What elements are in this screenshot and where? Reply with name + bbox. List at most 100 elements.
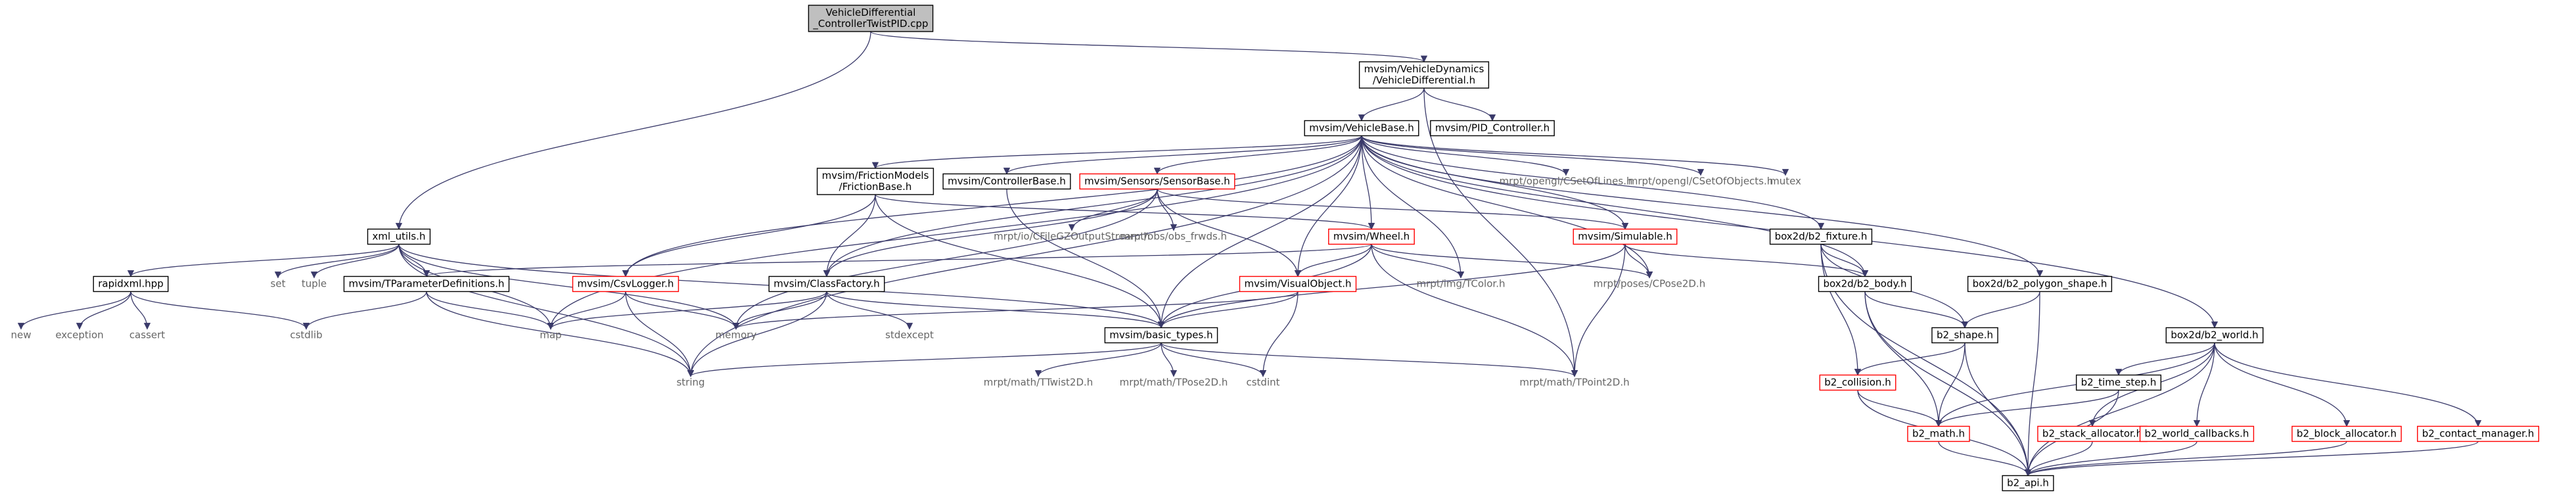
node-root[interactable]: VehicleDifferential_ControllerTwistPID.c…	[808, 5, 934, 32]
node-world[interactable]: box2d/b2_world.h	[2165, 327, 2264, 344]
edge-world-api	[2024, 342, 2215, 477]
edge-classfactory-memory	[732, 291, 827, 330]
edge-simulable-basic	[1157, 244, 1626, 329]
node-label: mrpt/math/TPoint2D.h	[1519, 377, 1629, 389]
node-label: mvsim/ControllerBase.h	[948, 176, 1066, 187]
node-label: xml_utils.h	[373, 231, 426, 243]
node-tparam[interactable]: mvsim/TParameterDefinitions.h	[343, 275, 510, 293]
node-xml[interactable]: xml_utils.h	[367, 228, 431, 245]
node-label: mvsim/FrictionModels	[822, 170, 929, 181]
node-stack[interactable]: b2_stack_allocator.h	[2037, 425, 2148, 442]
node-label: box2d/b2_fixture.h	[1775, 231, 1868, 243]
node-label: box2d/b2_world.h	[2171, 329, 2258, 342]
node-label: tuple	[302, 278, 327, 290]
node-sensor[interactable]: mvsim/Sensors/SensorBase.h	[1079, 173, 1235, 190]
node-friction[interactable]: mvsim/FrictionModels/FrictionBase.h	[816, 168, 934, 195]
node-box	[2002, 475, 2054, 492]
node-lines[interactable]: mrpt/opengl/CSetOfLines.h	[1500, 176, 1633, 187]
node-map[interactable]: map	[540, 329, 561, 341]
edge-world-callbacks	[2193, 342, 2215, 427]
node-memory[interactable]: memory	[716, 329, 757, 341]
node-tuple[interactable]: tuple	[302, 278, 327, 290]
node-box	[1239, 275, 1357, 293]
node-label: mrpt/opengl/CSetOfObjects.h	[1628, 176, 1774, 187]
node-math[interactable]: b2_math.h	[1907, 425, 1970, 442]
node-box	[1907, 425, 1970, 442]
node-cfile[interactable]: mrpt/io/CFileGZOutputStream.h	[994, 231, 1150, 243]
node-label: mrpt/poses/CPose2D.h	[1594, 278, 1705, 290]
node-visual[interactable]: mvsim/VisualObject.h	[1239, 275, 1357, 293]
node-tpoint[interactable]: mrpt/math/TPoint2D.h	[1519, 377, 1629, 389]
node-box	[1079, 173, 1235, 190]
node-cassert[interactable]: cassert	[129, 329, 165, 341]
node-label: cstdlib	[290, 329, 322, 341]
node-string[interactable]: string	[676, 377, 704, 389]
node-collision[interactable]: b2_collision.h	[1819, 374, 1897, 391]
edge-xml-set	[274, 244, 400, 279]
edge-vbase-basic	[1157, 135, 1362, 329]
node-label: mvsim/CsvLogger.h	[578, 278, 674, 290]
node-label: mvsim/TParameterDefinitions.h	[348, 278, 504, 290]
edge-basic-tpose	[1161, 342, 1178, 377]
node-api[interactable]: b2_api.h	[2002, 475, 2054, 492]
node-shape[interactable]: b2_shape.h	[1931, 327, 1998, 344]
node-label: set	[271, 278, 286, 290]
node-callbacks[interactable]: b2_world_callbacks.h	[2139, 425, 2255, 442]
node-tcolor[interactable]: mrpt/img/TColor.h	[1417, 278, 1506, 290]
node-label: mrpt/math/TPose2D.h	[1120, 377, 1228, 389]
node-pid[interactable]: mvsim/PID_Controller.h	[1430, 120, 1555, 137]
node-ctrlbase[interactable]: mvsim/ControllerBase.h	[942, 173, 1071, 190]
node-box	[1358, 61, 1490, 89]
node-stdexcept[interactable]: stdexcept	[885, 329, 934, 341]
edge-world-contact	[2214, 342, 2482, 427]
node-twist[interactable]: mrpt/math/TTwist2D.h	[984, 377, 1093, 389]
node-label: b2_shape.h	[1937, 329, 1993, 342]
edge-vbase-wheel	[1361, 135, 1375, 230]
node-body[interactable]: box2d/b2_body.h	[1818, 275, 1912, 293]
node-cpose[interactable]: mrpt/poses/CPose2D.h	[1594, 278, 1705, 290]
node-classfactory[interactable]: mvsim/ClassFactory.h	[768, 275, 885, 293]
node-box	[1967, 275, 2113, 293]
edge-vbase-mutex	[1361, 135, 1789, 176]
edge-math-api	[1938, 441, 2032, 477]
node-mutex[interactable]: mutex	[1770, 176, 1801, 187]
node-basic[interactable]: mvsim/basic_types.h	[1104, 327, 1218, 344]
node-vdiff[interactable]: mvsim/VehicleDynamics/VehicleDifferentia…	[1358, 61, 1490, 89]
node-tpose[interactable]: mrpt/math/TPose2D.h	[1120, 377, 1228, 389]
node-box	[2417, 425, 2539, 442]
node-new[interactable]: new	[11, 329, 31, 341]
node-wheel[interactable]: mvsim/Wheel.h	[1328, 228, 1415, 245]
edge-sensor-simulable	[1157, 188, 1628, 230]
node-objs[interactable]: mrpt/opengl/CSetOfObjects.h	[1628, 176, 1774, 187]
node-cstdint[interactable]: cstdint	[1246, 377, 1279, 389]
node-cstdlib[interactable]: cstdlib	[290, 329, 322, 341]
node-simulable[interactable]: mvsim/Simulable.h	[1573, 228, 1678, 245]
node-label: mrpt/io/CFileGZOutputStream.h	[994, 231, 1150, 243]
node-label: b2_stack_allocator.h	[2042, 428, 2142, 440]
node-exception[interactable]: exception	[55, 329, 103, 341]
node-label: mvsim/VehicleBase.h	[1309, 122, 1414, 134]
node-box	[1769, 228, 1873, 245]
node-set[interactable]: set	[271, 278, 286, 290]
edge-basic-string	[687, 342, 1162, 377]
node-label: mvsim/ClassFactory.h	[773, 278, 880, 290]
edge-shape-api	[1964, 342, 2032, 477]
edge-simulable-body	[1624, 244, 1869, 277]
node-block[interactable]: b2_block_allocator.h	[2291, 425, 2402, 442]
edge-basic-tpoint	[1161, 342, 1578, 377]
node-vbase[interactable]: mvsim/VehicleBase.h	[1304, 120, 1419, 137]
node-polygon[interactable]: box2d/b2_polygon_shape.h	[1967, 275, 2113, 293]
node-contact[interactable]: b2_contact_manager.h	[2417, 425, 2539, 442]
node-box	[1104, 327, 1218, 344]
edge-vbase-polygon	[1361, 135, 2044, 277]
edge-world-block	[2214, 342, 2351, 427]
edge-timestep-math	[1935, 390, 2119, 427]
node-fixture[interactable]: box2d/b2_fixture.h	[1769, 228, 1873, 245]
node-csv[interactable]: mvsim/CsvLogger.h	[572, 275, 679, 293]
node-rapid[interactable]: rapidxml.hpp	[93, 275, 169, 293]
node-label: mvsim/Wheel.h	[1333, 231, 1410, 243]
node-frwds[interactable]: mrpt/obs/obs_frwds.h	[1120, 231, 1227, 243]
edge-vbase-tcolor	[1361, 135, 1465, 279]
node-box	[942, 173, 1071, 190]
node-timestep[interactable]: b2_time_step.h	[2075, 374, 2162, 391]
